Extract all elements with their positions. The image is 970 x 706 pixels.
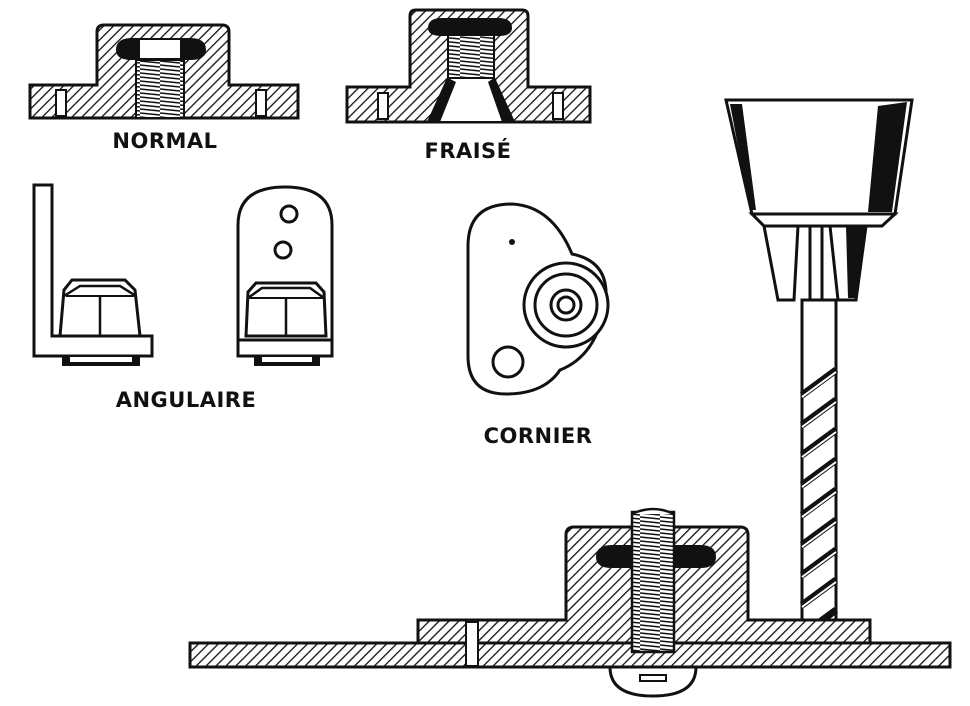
normal-label: NORMAL bbox=[112, 129, 217, 153]
angulaire-label: ANGULAIRE bbox=[116, 388, 257, 412]
angulaire-rounded-plate: ANGULAIRE bbox=[116, 185, 334, 412]
fraise-nut-section: FRAISÉ bbox=[345, 8, 592, 163]
drill-bit bbox=[799, 298, 839, 652]
fraise-label: FRAISÉ bbox=[424, 138, 511, 163]
cornier-label: CORNIER bbox=[484, 424, 593, 448]
normal-nut-section: NORMAL bbox=[28, 23, 300, 153]
angulaire-l-bracket bbox=[32, 183, 154, 366]
cornier-plate: CORNIER bbox=[466, 202, 610, 448]
drill-chuck bbox=[724, 98, 914, 302]
mounted-nut-assembly bbox=[188, 507, 952, 698]
